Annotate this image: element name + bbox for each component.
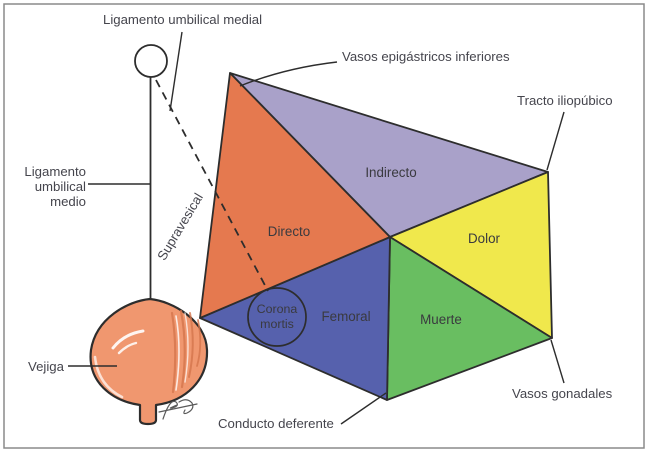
triangle-directo (199, 72, 391, 319)
label-corona-mortis-line1: Corona (257, 302, 298, 316)
bladder-streak (179, 309, 186, 389)
label-supravesical: Supravesical (154, 190, 206, 263)
label-vasos-gonadales: Vasos gonadales (512, 386, 613, 401)
label-corona-mortis: Corona mortis (257, 302, 298, 331)
zone-label-femoral: Femoral (321, 309, 370, 324)
zone-label-muerte: Muerte (420, 312, 462, 327)
leader-vasos-epigastricos (239, 61, 338, 87)
label-ligamento-umbilical-medio-line3: medio (50, 194, 86, 209)
hernia-triangle-fan (199, 72, 553, 401)
leader-tracto-iliopubico (546, 111, 565, 171)
label-corona-mortis-line2: mortis (260, 317, 294, 331)
leader-ligamento-umbilical-medial (169, 31, 183, 112)
leader-conducto-deferente (340, 392, 387, 425)
label-tracto-iliopubico: Tracto iliopúbico (517, 93, 613, 108)
label-ligamento-umbilical-medio-line2: umbilical (35, 179, 86, 194)
zone-label-dolor: Dolor (468, 231, 501, 246)
corona-mortis-circle (247, 287, 307, 347)
bladder-streak (196, 319, 202, 367)
label-vasos-epigastricos-inferiores: Vasos epigástricos inferiores (342, 49, 510, 64)
bladder-streak (170, 311, 177, 394)
zone-label-directo: Directo (268, 224, 310, 239)
bladder-group (89, 297, 209, 426)
medial-umbilical-ligament-dashed-line (155, 79, 269, 292)
label-ligamento-umbilical-medio: Ligamento umbilical medio (24, 164, 86, 209)
bladder-streak-highlight (184, 312, 189, 383)
figure-border (3, 3, 645, 449)
bladder-highlight-rim (93, 355, 124, 399)
label-ligamento-umbilical-medio-line1: Ligamento (24, 164, 86, 179)
label-ligamento-umbilical-medial: Ligamento umbilical medial (103, 12, 262, 27)
bladder-streak-highlight (175, 315, 180, 391)
label-vejiga: Vejiga (28, 359, 65, 374)
label-conducto-deferente: Conducto deferente (218, 416, 334, 431)
bladder-streak (188, 312, 194, 378)
bladder-highlight-arc-small (117, 341, 138, 355)
bladder-highlight-arc (111, 329, 145, 350)
zone-label-indirecto: Indirecto (365, 165, 416, 180)
leader-vasos-gonadales (550, 339, 565, 384)
artist-signature (158, 399, 198, 420)
umbilicus-circle (134, 44, 168, 78)
